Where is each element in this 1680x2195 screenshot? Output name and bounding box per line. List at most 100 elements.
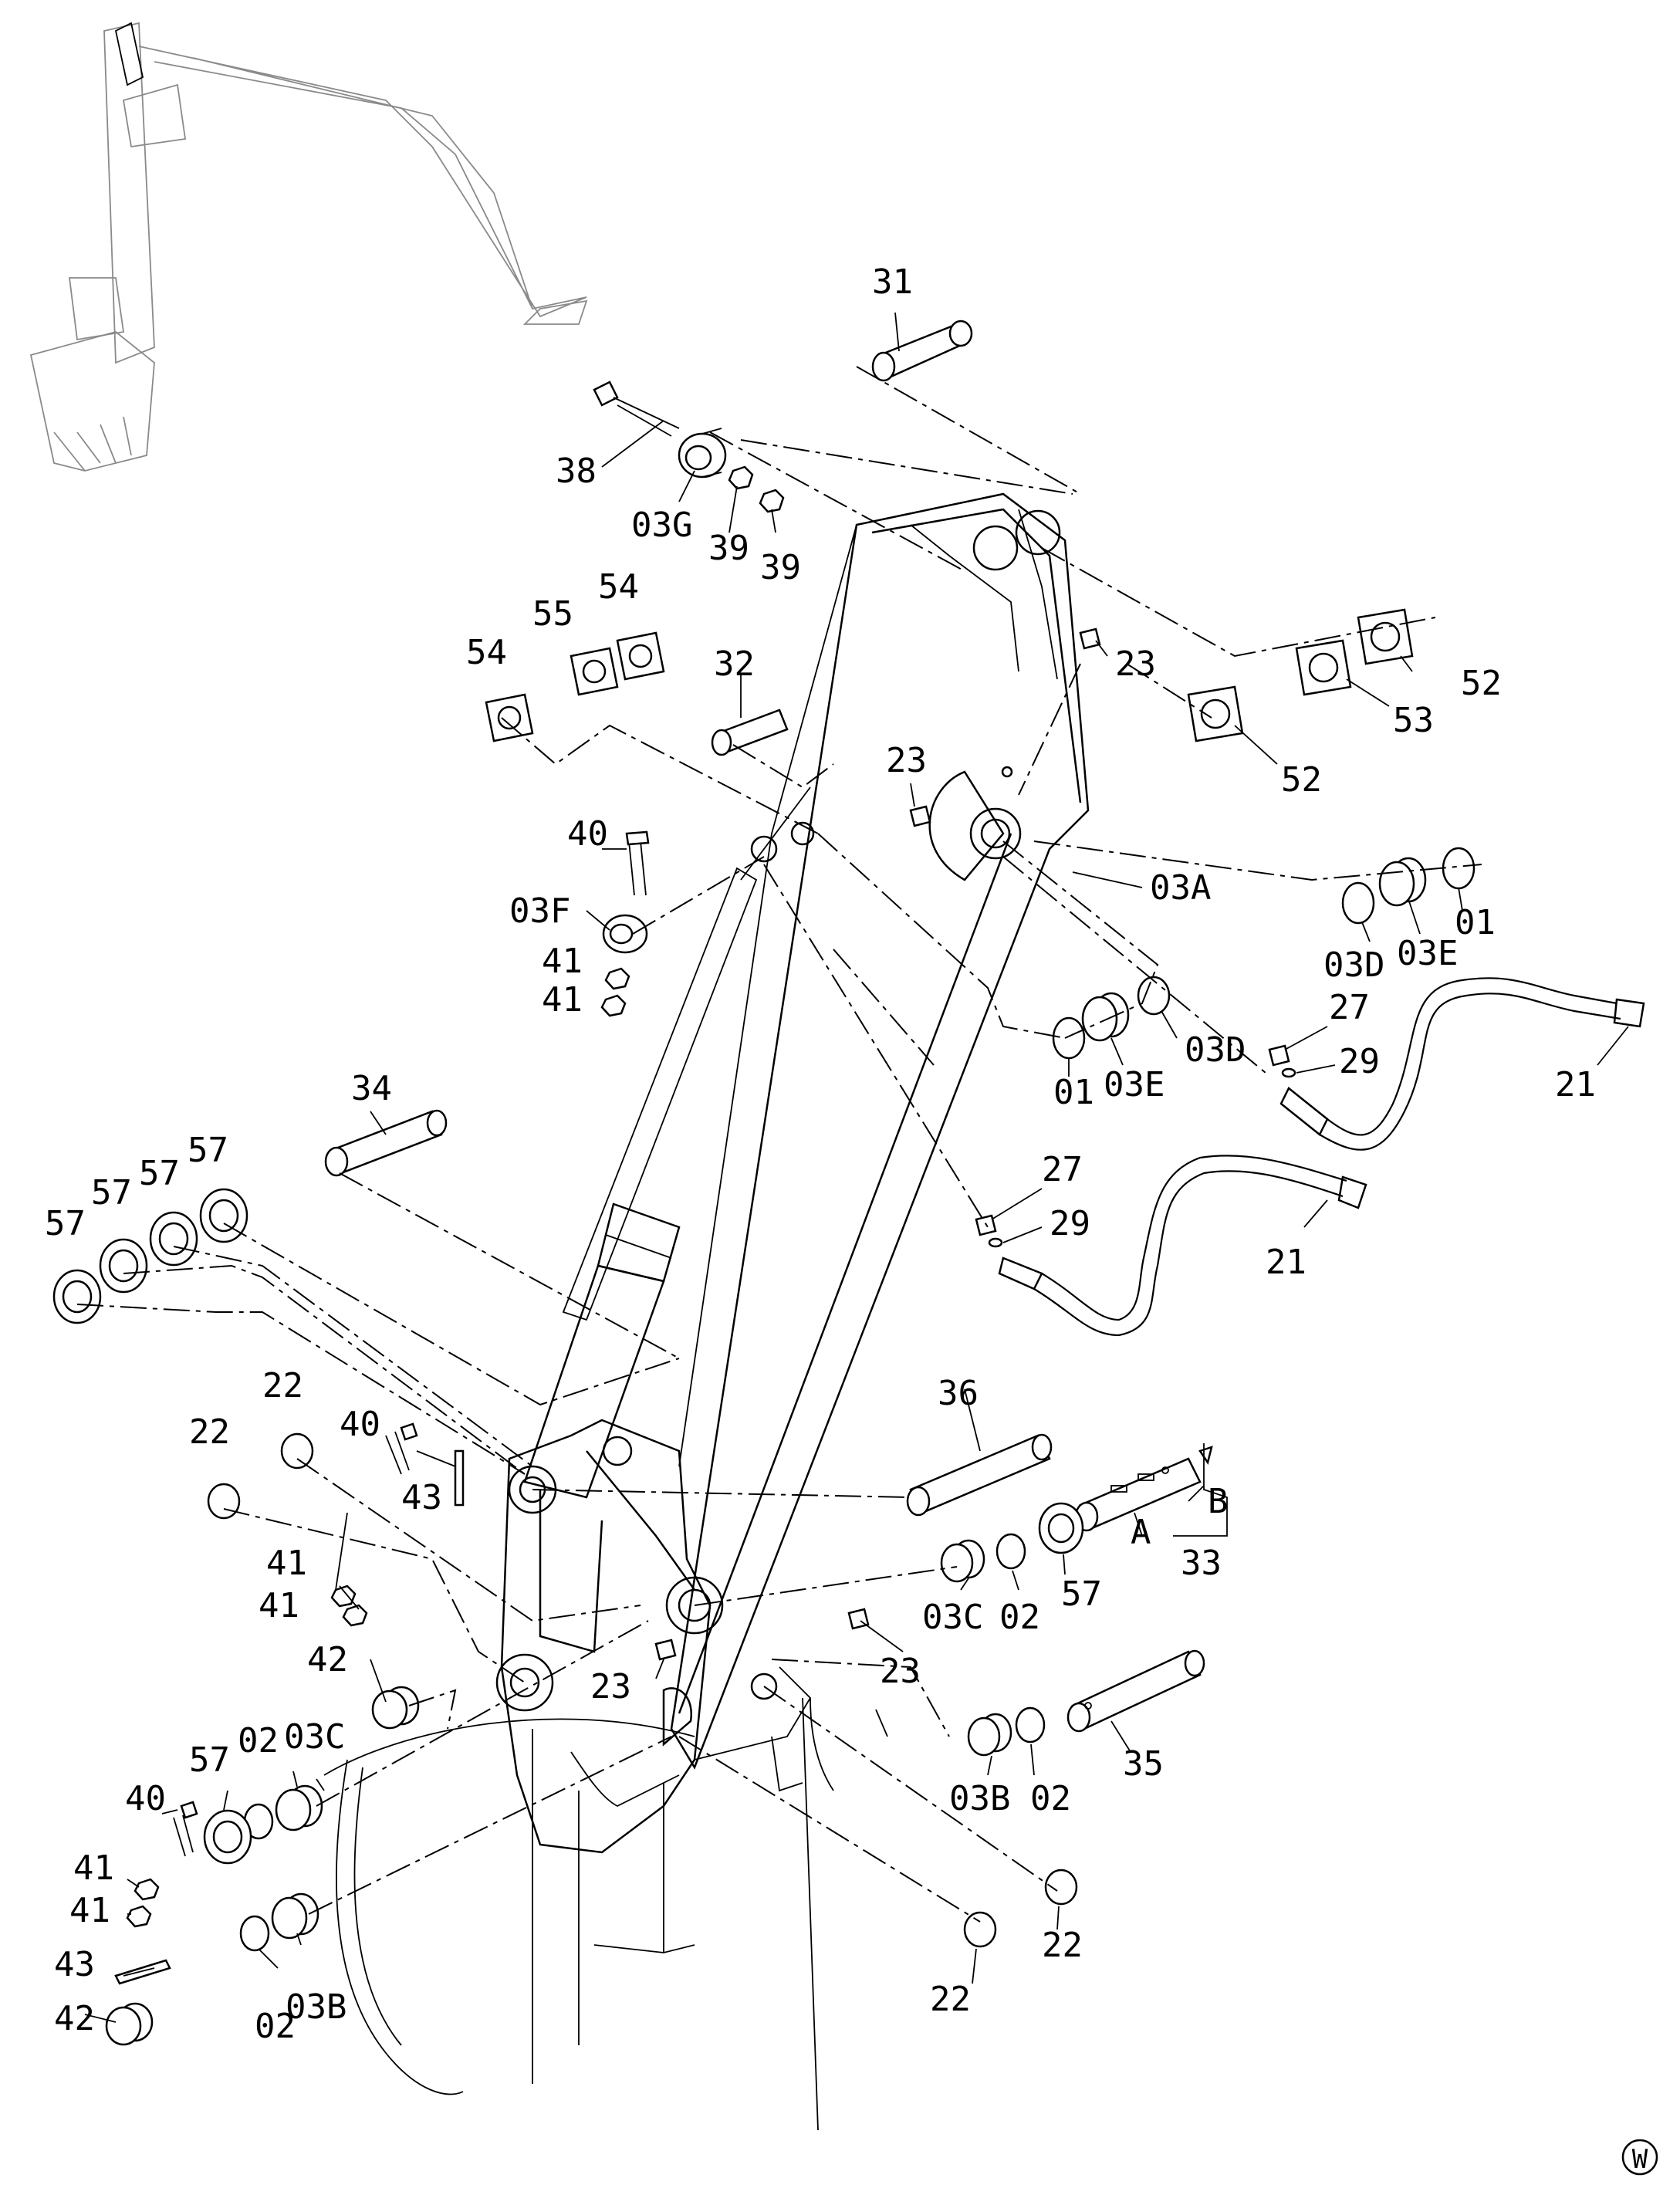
- label-03D: 03D: [1323, 945, 1384, 985]
- label-27: 27: [1329, 988, 1370, 1027]
- label-22: 22: [262, 1366, 303, 1405]
- label-29: 29: [1339, 1042, 1380, 1081]
- part-01-03D-03E-rings-upper: [1341, 847, 1475, 925]
- label-22: 22: [930, 1980, 971, 2019]
- label-34: 34: [351, 1069, 392, 1108]
- swing-frame-outline: [323, 1697, 834, 2131]
- part-27-29-fittings: [975, 1044, 1296, 1248]
- label-42: 42: [307, 1640, 348, 1679]
- label-43: 43: [54, 1945, 95, 1984]
- part-54-55-shims: [485, 631, 665, 742]
- label-31: 31: [872, 262, 913, 302]
- label-21: 21: [1266, 1243, 1306, 1282]
- part-03G-bushing: [678, 428, 727, 479]
- part-39-nuts: [728, 465, 785, 513]
- label-01: 01: [1455, 903, 1496, 942]
- label-40: 40: [340, 1405, 380, 1444]
- label-57: 57: [91, 1173, 132, 1212]
- label-03D: 03D: [1185, 1030, 1246, 1070]
- label-43: 43: [401, 1478, 442, 1517]
- label-57: 57: [189, 1740, 230, 1780]
- label-33: 33: [1181, 1544, 1222, 1583]
- leader-lines: [84, 312, 1629, 2023]
- part-23-grease-fittings: [654, 627, 1101, 1661]
- part-lower-left-hardware: [105, 1784, 323, 2046]
- label-03A: 03A: [1150, 868, 1211, 908]
- label-27: 27: [1042, 1150, 1083, 1189]
- label-41: 41: [69, 1891, 110, 1930]
- hydraulic-hose-upper-21: [1279, 977, 1645, 1151]
- part-36-pin: [906, 1433, 1053, 1517]
- label-23: 23: [880, 1652, 921, 1691]
- label-41: 41: [542, 980, 583, 1020]
- label-03B: 03B: [949, 1779, 1010, 1818]
- label-22: 22: [1042, 1926, 1083, 1965]
- label-40: 40: [125, 1779, 166, 1818]
- label-03C: 03C: [922, 1598, 983, 1637]
- label-53: 53: [1393, 701, 1434, 740]
- label-03E: 03E: [1397, 934, 1458, 973]
- label-29: 29: [1050, 1204, 1090, 1243]
- excavator-overview-thumbnail: [29, 22, 588, 472]
- label-A: A: [1131, 1513, 1151, 1552]
- label-01: 01: [1053, 1073, 1094, 1112]
- part-22-orings: [207, 1432, 1078, 1948]
- part-35-pin: [1066, 1649, 1205, 1733]
- arm-bracket-assembly: [495, 1419, 812, 1854]
- label-03F: 03F: [509, 891, 570, 931]
- corner-w-letter: W: [1632, 2144, 1648, 2175]
- part-31-pin: [871, 320, 973, 382]
- label-36: 36: [938, 1374, 979, 1413]
- part-42-sleeve-mid: [371, 1686, 420, 1730]
- label-57: 57: [45, 1204, 86, 1243]
- label-57: 57: [139, 1154, 180, 1193]
- label-41: 41: [259, 1586, 299, 1625]
- label-41: 41: [542, 942, 583, 981]
- label-23: 23: [1115, 644, 1156, 684]
- label-39: 39: [708, 529, 749, 568]
- part-labels: 31 38 03G 39 39 55 54 54 32 23 52 53 52 …: [45, 262, 1596, 2046]
- label-03E: 03E: [1104, 1065, 1165, 1104]
- boom-body-03A: [670, 492, 1090, 1770]
- label-38: 38: [556, 452, 597, 491]
- label-02: 02: [1030, 1779, 1071, 1818]
- part-38-bolt: [593, 380, 680, 437]
- label-55: 55: [532, 594, 573, 634]
- label-52: 52: [1461, 664, 1502, 703]
- label-02: 02: [255, 2007, 296, 2046]
- label-35: 35: [1123, 1744, 1164, 1784]
- part-01-03D-03E-rings-lower: [1052, 976, 1171, 1060]
- label-21: 21: [1555, 1065, 1596, 1104]
- corner-w-mark: W: [1621, 2139, 1658, 2176]
- label-02: 02: [238, 1721, 279, 1760]
- label-02: 02: [999, 1598, 1040, 1637]
- label-B: B: [1208, 1482, 1229, 1521]
- label-57: 57: [188, 1131, 228, 1170]
- hydraulic-hose-lower-21: [998, 1155, 1367, 1337]
- part-03B-02-right: [967, 1706, 1046, 1757]
- label-54: 54: [466, 633, 507, 672]
- label-57: 57: [1061, 1574, 1102, 1614]
- part-40-41-43-hardware-mid: [330, 1422, 465, 1627]
- part-34-pin: [324, 1109, 448, 1177]
- label-22: 22: [189, 1412, 230, 1452]
- label-41: 41: [73, 1848, 114, 1888]
- part-40-41-03F-bolt-set: [600, 830, 650, 1017]
- label-23: 23: [590, 1667, 631, 1706]
- label-32: 32: [714, 644, 755, 684]
- boom-cylinder: [523, 867, 758, 1499]
- label-52: 52: [1281, 760, 1322, 800]
- label-41: 41: [266, 1544, 307, 1583]
- label-42: 42: [54, 1999, 95, 2038]
- label-23: 23: [886, 741, 927, 780]
- part-52-53-shims: [1187, 608, 1414, 742]
- label-40: 40: [567, 814, 608, 854]
- label-54: 54: [598, 567, 639, 607]
- part-03C-02-57-right: [940, 1502, 1084, 1583]
- label-03G: 03G: [631, 506, 692, 545]
- label-03C: 03C: [284, 1717, 345, 1757]
- part-32-pin: [711, 709, 789, 756]
- centre-lines: [76, 366, 1482, 1923]
